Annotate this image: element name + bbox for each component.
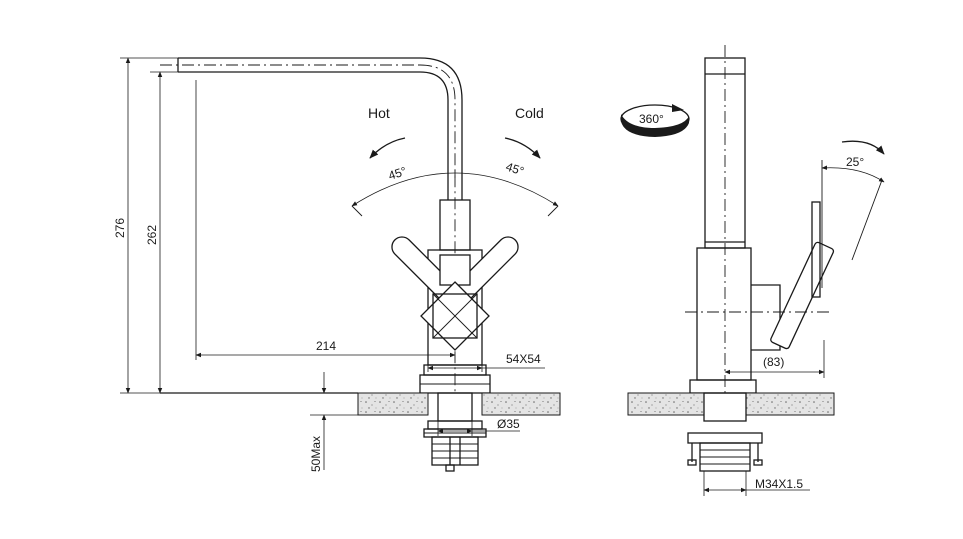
counter-thickness-label: 50Max [309,436,323,472]
side-dimensions [703,140,885,496]
front-dimensions [120,57,545,470]
side-view: 360° 25° (83) M34X1.5 [620,45,885,496]
front-countertop [160,392,561,416]
front-view: Hot Cold 45° 45° 276 262 214 54X54 Ø35 5… [113,57,561,472]
reach-label: 214 [316,339,336,353]
cold-label: Cold [515,105,544,121]
angle-right-label: 45° [504,160,526,179]
angle-side-label: 25° [846,155,864,169]
angle-left-label: 45° [387,164,409,183]
front-spout [160,57,463,395]
side-countertop [627,392,835,416]
hole-diameter-label: Ø35 [497,417,520,431]
front-angle-arcs [351,137,559,217]
total-height-label: 276 [113,218,127,238]
front-mounting-nut [423,392,487,472]
side-body [685,201,835,394]
side-offset-label: (83) [763,355,784,369]
spout-height-label: 262 [145,225,159,245]
thread-label: M34X1.5 [755,477,803,491]
front-body [391,199,519,394]
side-mounting-nut [687,392,763,472]
side-spout [704,45,746,395]
base-size-label: 54X54 [506,352,541,366]
rotation-360-icon [620,104,690,137]
hot-label: Hot [368,105,390,121]
rotation-label: 360° [639,112,664,126]
